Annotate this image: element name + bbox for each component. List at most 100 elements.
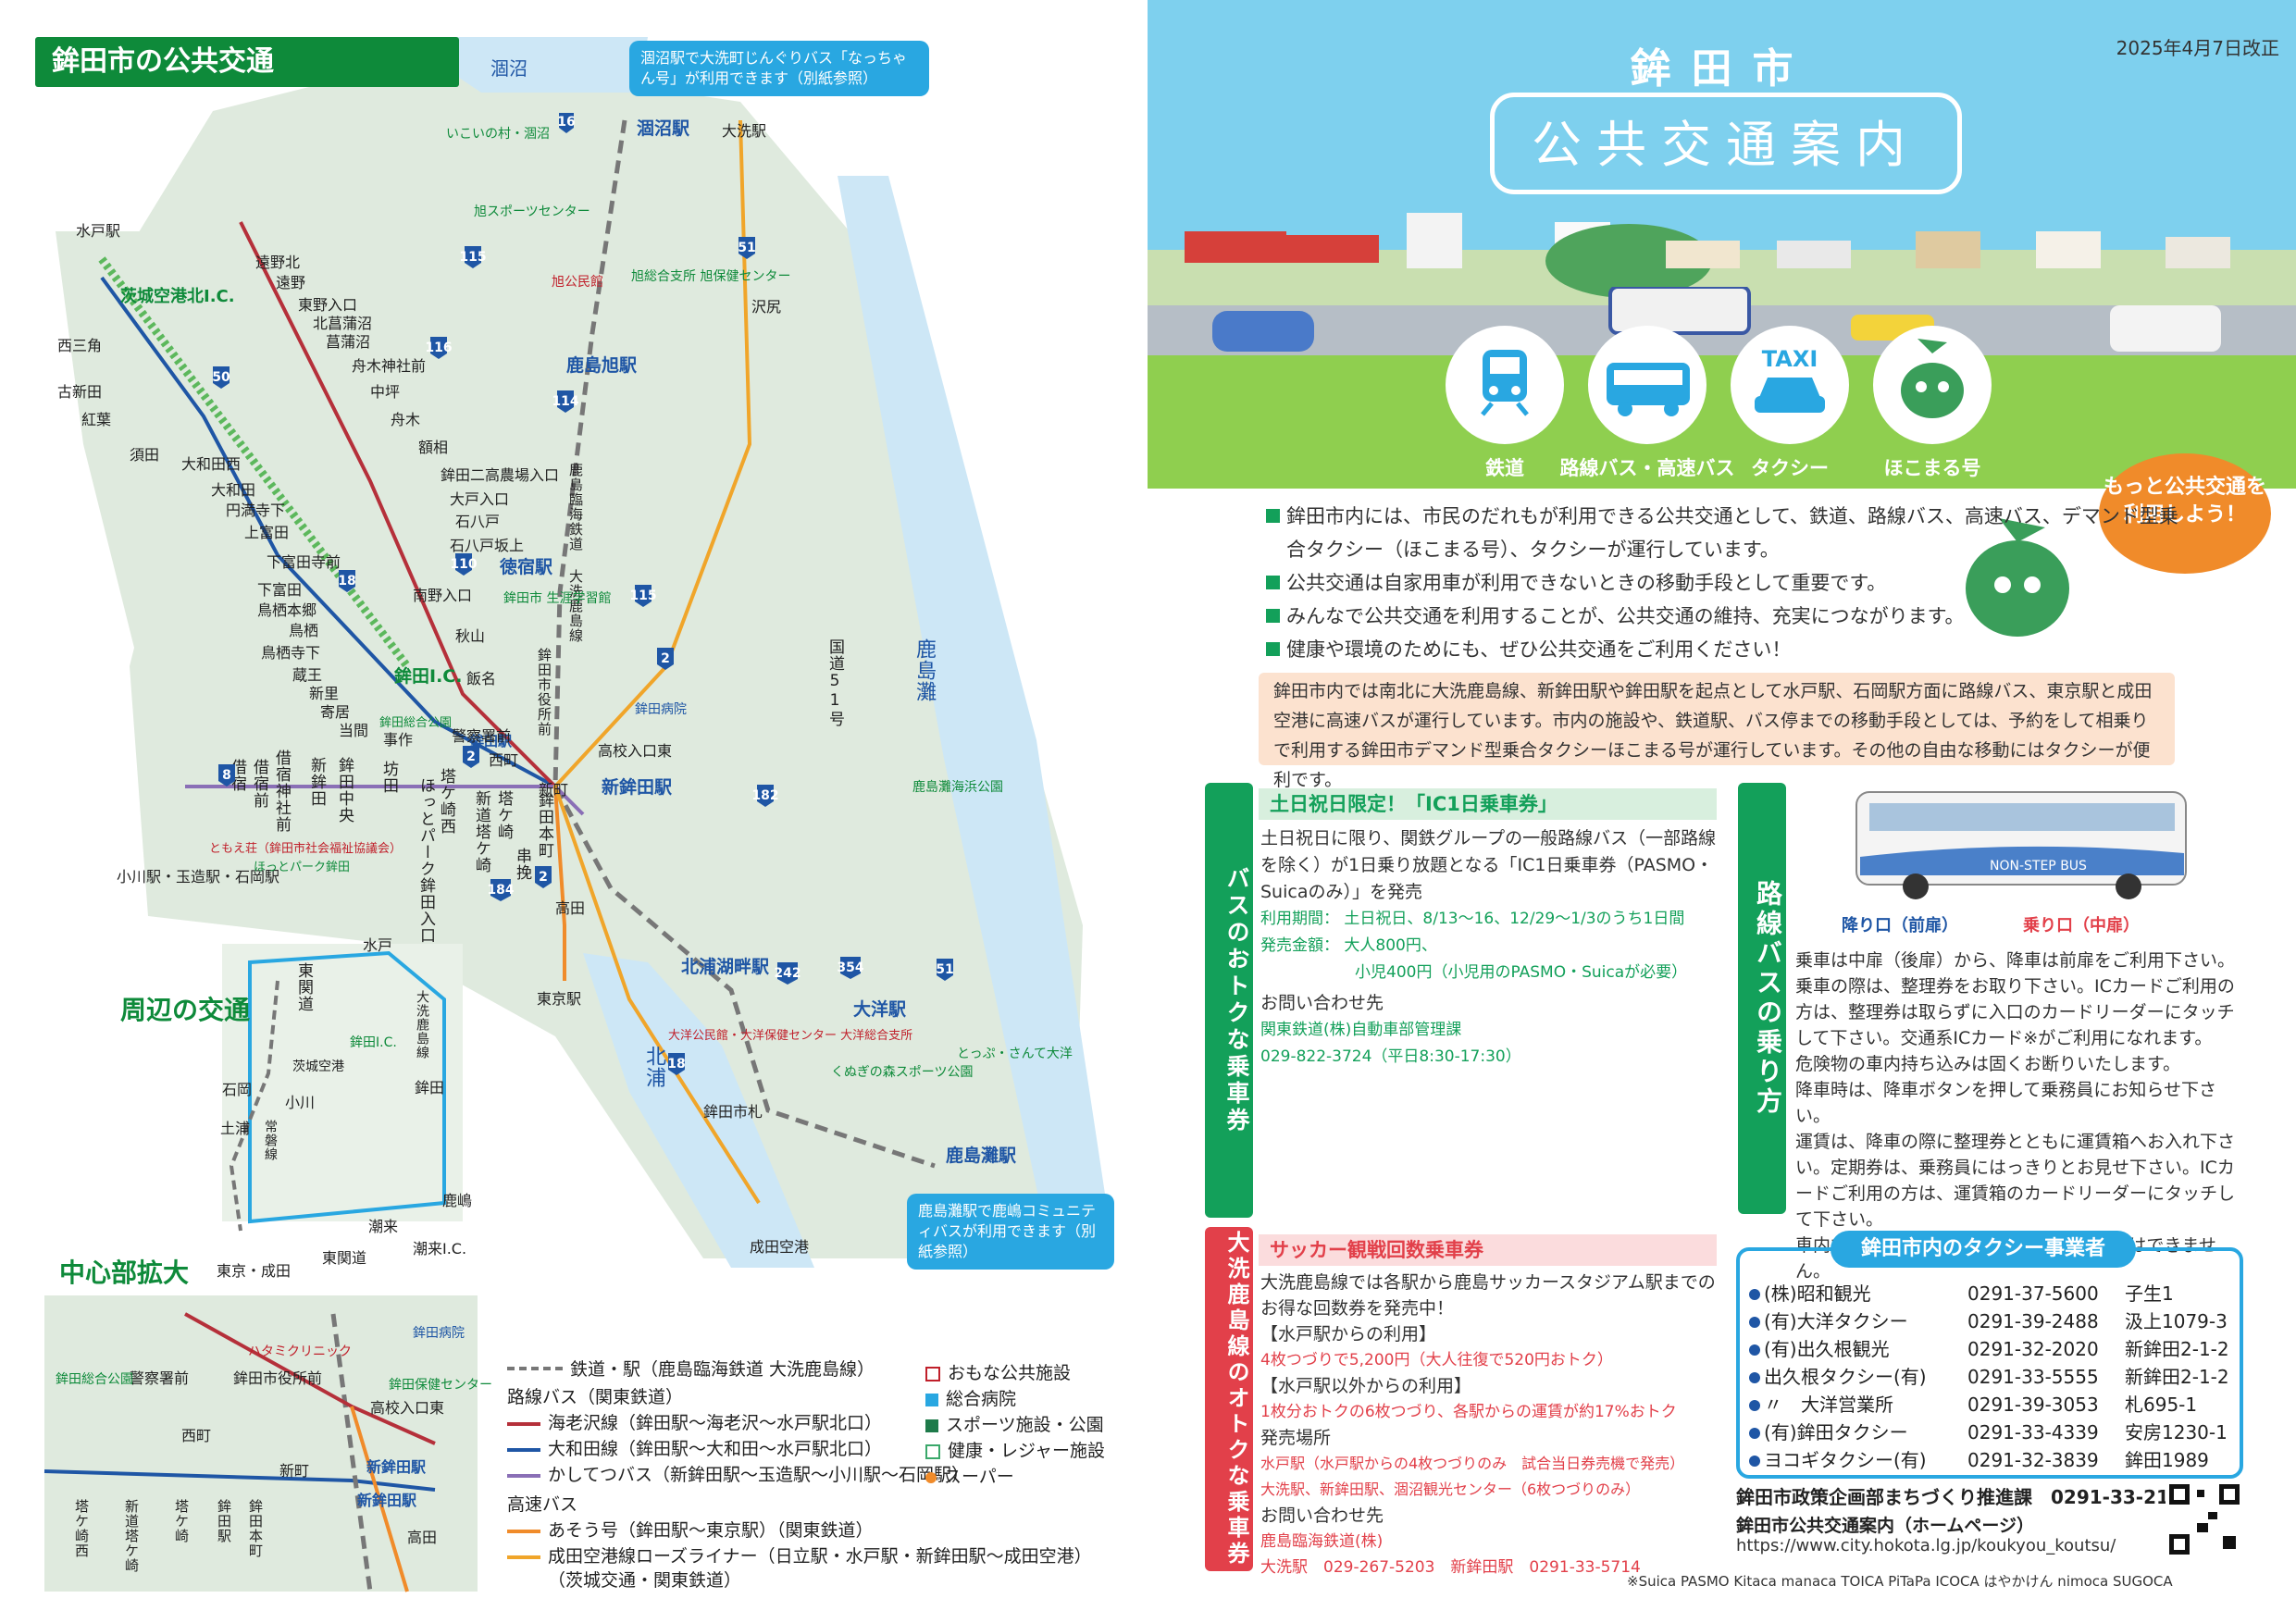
revision-date: 2025年4月7日改正: [2116, 37, 2279, 59]
place: 鳥栖: [289, 622, 319, 639]
how-to-item: 運賃は、降車の際に整理券とともに運賃箱へお入れ下さい。定期券は、乗務員にはっきり…: [1795, 1132, 2236, 1230]
place: 西三角: [57, 337, 103, 354]
sur-place: 水戸: [363, 936, 393, 954]
legend-ebi: 海老沢線（鉾田駅〜海老沢〜水戸駅北口）: [548, 1413, 883, 1433]
stop: 新道塔ケ崎: [472, 790, 490, 873]
center-place: 警察署前: [130, 1369, 190, 1387]
bus-deal-contact2: 029-822-3724（平日8:30-17:30）: [1260, 1047, 1521, 1066]
stop: 借宿神社前: [272, 750, 291, 833]
soccer-p1: 大洗鹿島線では各駅から鹿島サッカースタジアム駅までのお得な回数券を発売中！: [1260, 1272, 1716, 1319]
center-place: 新道塔ケ崎: [123, 1499, 140, 1573]
transit-map: 鉾田市の公共交通 涸沼駅で大洗町じんぐりバス「なっちゃん号」が利用できます（別紙…: [0, 0, 1129, 1623]
callout-hinuma: 涸沼駅で大洗町じんぐりバス「なっちゃん号」が利用できます（別紙参照）: [629, 41, 929, 96]
center-place: 新鉾田駅: [366, 1458, 427, 1476]
svg-text:2: 2: [661, 651, 670, 666]
soccer-sales1: 水戸駅（水戸駅からの4枚つづりのみ 試合当日券売機で発売）: [1260, 1455, 1685, 1472]
station-taiyo: 大洋駅: [853, 999, 907, 1020]
place: 円満寺下: [226, 502, 286, 519]
svg-text:182: 182: [751, 788, 778, 803]
svg-text:8: 8: [222, 768, 231, 783]
legend-route-bus: 路線バス（関東鉄道）: [507, 1387, 684, 1407]
sur-place: 鹿嶋: [442, 1192, 473, 1209]
legend-health: 健康・レジャー施設: [948, 1441, 1106, 1461]
sur-place: 潮来: [368, 1218, 399, 1235]
sur-place: 鉾田: [415, 1079, 445, 1096]
how-to-item: 危険物の車内持ち込みは固くお断りいたします。: [1795, 1054, 2181, 1074]
sur-place: 小川: [285, 1094, 316, 1111]
route-shield: 184: [487, 879, 515, 901]
bus-deal-head: 土日祝日限定！「IC1日乗車券」: [1259, 788, 1717, 820]
place: 当間: [339, 722, 369, 739]
hp-url-link[interactable]: https://www.city.hokota.lg.jp/koukyou_ko…: [1736, 1536, 2116, 1555]
soccer-other: 1枚分おトクの6枚つづり、各駅からの運賃が約17%おトク: [1260, 1403, 1677, 1421]
stop: ほっとパーク鉾田入口: [416, 777, 435, 944]
grass: [1148, 355, 2296, 489]
place: 成田空港: [750, 1238, 810, 1256]
stop: 坊田: [379, 761, 398, 794]
place: 大和田: [211, 481, 256, 499]
place: ともえ荘（鉾田市社会福祉協議会）: [209, 842, 403, 856]
place: 下富田寺前: [267, 553, 341, 571]
soccer-tab: 大洗鹿島線のオトクな乗車券: [1205, 1227, 1253, 1571]
place: 鉾田市札: [703, 1103, 763, 1121]
info-panel: 2025年4月7日改正 鉾田市 公共交通案内: [1148, 0, 2296, 1623]
svg-text:51: 51: [738, 241, 755, 255]
place: 北菖蒲沼: [313, 315, 373, 332]
place: 鉾田二高農場入口: [441, 466, 560, 484]
svg-text:50: 50: [212, 370, 230, 385]
bus-frame-icon: [1490, 93, 1962, 194]
place: 鉾田総合公園: [379, 716, 453, 730]
place: 古新田: [57, 383, 103, 401]
stop: 鉾田中央: [335, 757, 354, 824]
place: 石八戸坂上: [450, 537, 525, 554]
how-to-list: 乗車は中扉（後扉）から、降車は前扉をご利用下さい。乗車の際は、整理券をお取り下さ…: [1795, 948, 2240, 1284]
place: 南野入口: [413, 587, 473, 604]
legend-kashitetsu: かしてつバス（新鉾田駅〜玉造駅〜小川駅〜石岡駅）: [548, 1465, 970, 1485]
owada-line-icon: [507, 1447, 540, 1452]
svg-text:116: 116: [425, 341, 452, 355]
soccer-body: 大洗鹿島線では各駅から鹿島サッカースタジアム駅までのお得な回数券を発売中！ 【水…: [1260, 1270, 1728, 1580]
stop: 塔ケ崎: [494, 790, 513, 840]
place: 旭スポーツセンター: [474, 204, 590, 219]
bus-side-icon: NON-STEP BUS: [1855, 791, 2187, 899]
aso-line-icon: [507, 1529, 540, 1533]
soccer-mito: 4枚つづりで5,200円（大人往復で520円おトク）: [1260, 1351, 1613, 1369]
center-place: 新町: [279, 1462, 310, 1480]
station-kitaura: 北浦湖畔駅: [681, 957, 770, 977]
soccer-sales2: 大洗駅、新鉾田駅、涸沼観光センター（6枚つづりのみ）: [1260, 1481, 1641, 1498]
svg-text:2: 2: [466, 750, 476, 764]
station-hinuma: 涸沼駅: [637, 118, 690, 139]
svg-text:114: 114: [552, 394, 578, 409]
how-to-item: 降車時は、降車ボタンを押して乗務員にお知らせ下さい。: [1795, 1080, 2217, 1126]
bus-icon: [1588, 326, 1706, 444]
how-to-tab: 路線バスの乗り方: [1738, 783, 1786, 1214]
station-shinhokota: 新鉾田駅: [602, 777, 673, 798]
map-legend: 鉄道・駅（鹿島臨海鉄道 大洗鹿島線） 路線バス（関東鉄道） 海老沢線（鉾田駅〜海…: [507, 1356, 1105, 1591]
place: 鉾田病院: [635, 702, 687, 717]
place: 鉾田市役所前: [536, 648, 552, 737]
mode-label-rail: 鉄道: [1485, 457, 1524, 479]
city-name: 鉾田市: [1630, 45, 1814, 93]
place: 新里: [309, 685, 340, 702]
legend-public: おもな公共施設: [948, 1363, 1072, 1383]
place: 舟木神社前: [352, 357, 427, 375]
center-place: ハタミクリニック: [248, 1344, 352, 1359]
place: 飯名: [466, 670, 497, 688]
svg-text:18: 18: [338, 574, 355, 588]
place-ic: 鉾田I.C.: [394, 666, 463, 687]
soccer-head: サッカー観戦回数乗車券: [1259, 1234, 1717, 1266]
bus-deal-contact1: 関東鉄道(株)自動車部管理課: [1260, 1021, 1462, 1039]
route-shield: 51: [738, 237, 756, 259]
sur-place: 東関道: [322, 1249, 367, 1267]
soccer-contact-h: お問い合わせ先: [1260, 1505, 1384, 1526]
route-shield: 16: [557, 113, 576, 133]
speech-bubble: もっと公共交通を利用しよう！: [2099, 453, 2271, 574]
place: 高校入口東: [598, 742, 673, 760]
place: 蔵王: [292, 666, 323, 684]
sur-place: 石岡: [222, 1081, 253, 1098]
route-shield: 18: [667, 1053, 686, 1075]
legend-aso: あそう号（鉾田駅〜東京駅）（関東鉄道）: [548, 1520, 874, 1541]
